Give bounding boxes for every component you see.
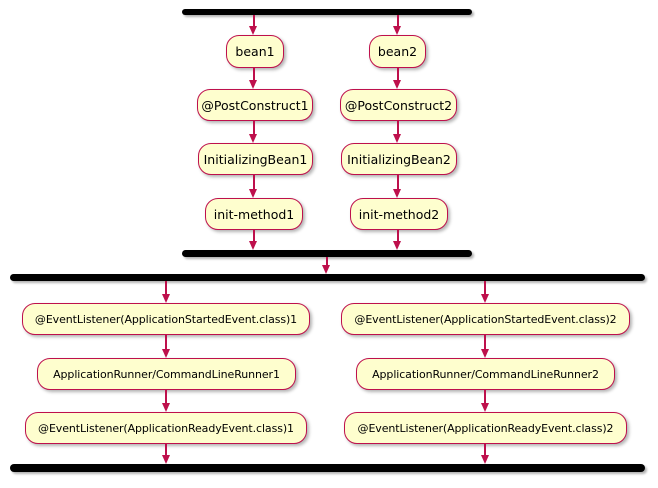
flow-arrow: [161, 444, 171, 464]
flow-arrow: [480, 335, 490, 358]
arrow-shaft: [396, 175, 399, 191]
arrowhead-down-icon: [480, 294, 489, 303]
flow-arrow: [249, 68, 258, 89]
activity-node-post-construct-2: @PostConstruct2: [340, 89, 457, 121]
arrowhead-down-icon: [322, 265, 330, 274]
flow-arrow: [249, 230, 258, 250]
activity-node-initializing-bean-2: InitializingBean2: [341, 143, 457, 175]
flow-arrow: [249, 175, 258, 198]
flow-arrow: [393, 175, 402, 198]
activity-node-event-listener-started-1: @EventListener(ApplicationStartedEvent.c…: [22, 303, 310, 335]
arrowhead-down-icon: [393, 134, 401, 143]
arrowhead-down-icon: [249, 189, 257, 198]
flow-arrow: [393, 15, 402, 35]
arrow-shaft: [325, 257, 328, 267]
arrow-shaft: [396, 15, 399, 28]
arrowhead-down-icon: [393, 26, 401, 35]
flow-arrow: [480, 390, 490, 412]
arrowhead-down-icon: [161, 294, 170, 303]
arrow-shaft: [165, 444, 167, 457]
join-bar-bottom: [10, 464, 645, 472]
arrowhead-down-icon: [249, 80, 257, 89]
arrow-shaft: [484, 335, 486, 351]
arrowhead-down-icon: [161, 403, 170, 412]
arrowhead-down-icon: [393, 241, 401, 250]
arrowhead-down-icon: [393, 80, 401, 89]
activity-node-initializing-bean-1: InitializingBean1: [198, 143, 313, 175]
arrow-shaft: [252, 230, 255, 243]
arrowhead-down-icon: [249, 134, 257, 143]
activity-node-init-method-1: init-method1: [205, 198, 303, 230]
arrow-shaft: [165, 281, 167, 296]
flow-arrow: [480, 281, 490, 303]
arrow-shaft: [484, 390, 486, 405]
flow-arrow: [249, 15, 258, 35]
arrowhead-down-icon: [161, 455, 170, 464]
flow-arrow: [393, 121, 402, 143]
flow-arrow: [393, 230, 402, 250]
activity-node-post-construct-1: @PostConstruct1: [197, 89, 313, 121]
arrow-shaft: [484, 281, 486, 296]
arrow-shaft: [396, 68, 399, 82]
arrow-shaft: [252, 121, 255, 136]
arrow-shaft: [396, 121, 399, 136]
arrow-shaft: [252, 175, 255, 191]
flow-arrow: [480, 444, 490, 464]
flow-arrow: [161, 281, 171, 303]
flow-arrow: [249, 121, 258, 143]
fork-bar-wide: [10, 274, 645, 281]
arrowhead-down-icon: [480, 403, 489, 412]
activity-node-event-listener-ready-1: @EventListener(ApplicationReadyEvent.cla…: [25, 412, 307, 444]
arrow-shaft: [252, 68, 255, 82]
flow-arrow: [393, 68, 402, 89]
flow-arrow: [322, 257, 331, 274]
arrowhead-down-icon: [480, 349, 489, 358]
fork-bar-top: [182, 9, 472, 15]
activity-node-application-runner-1: ApplicationRunner/CommandLineRunner1: [37, 358, 296, 390]
join-bar-middle: [182, 250, 472, 257]
arrow-shaft: [396, 230, 399, 243]
arrowhead-down-icon: [161, 349, 170, 358]
flow-arrow: [161, 390, 171, 412]
arrowhead-down-icon: [480, 455, 489, 464]
activity-node-event-listener-started-2: @EventListener(ApplicationStartedEvent.c…: [341, 303, 630, 335]
arrowhead-down-icon: [393, 189, 401, 198]
arrow-shaft: [165, 335, 167, 351]
arrowhead-down-icon: [249, 26, 257, 35]
activity-node-bean1: bean1: [226, 35, 284, 68]
activity-node-event-listener-ready-2: @EventListener(ApplicationReadyEvent.cla…: [344, 412, 627, 444]
activity-node-init-method-2: init-method2: [350, 198, 448, 230]
activity-node-application-runner-2: ApplicationRunner/CommandLineRunner2: [356, 358, 615, 390]
arrow-shaft: [484, 444, 486, 457]
arrowhead-down-icon: [249, 241, 257, 250]
activity-node-bean2: bean2: [369, 35, 426, 68]
flow-arrow: [161, 335, 171, 358]
arrow-shaft: [252, 15, 255, 28]
arrow-shaft: [165, 390, 167, 405]
